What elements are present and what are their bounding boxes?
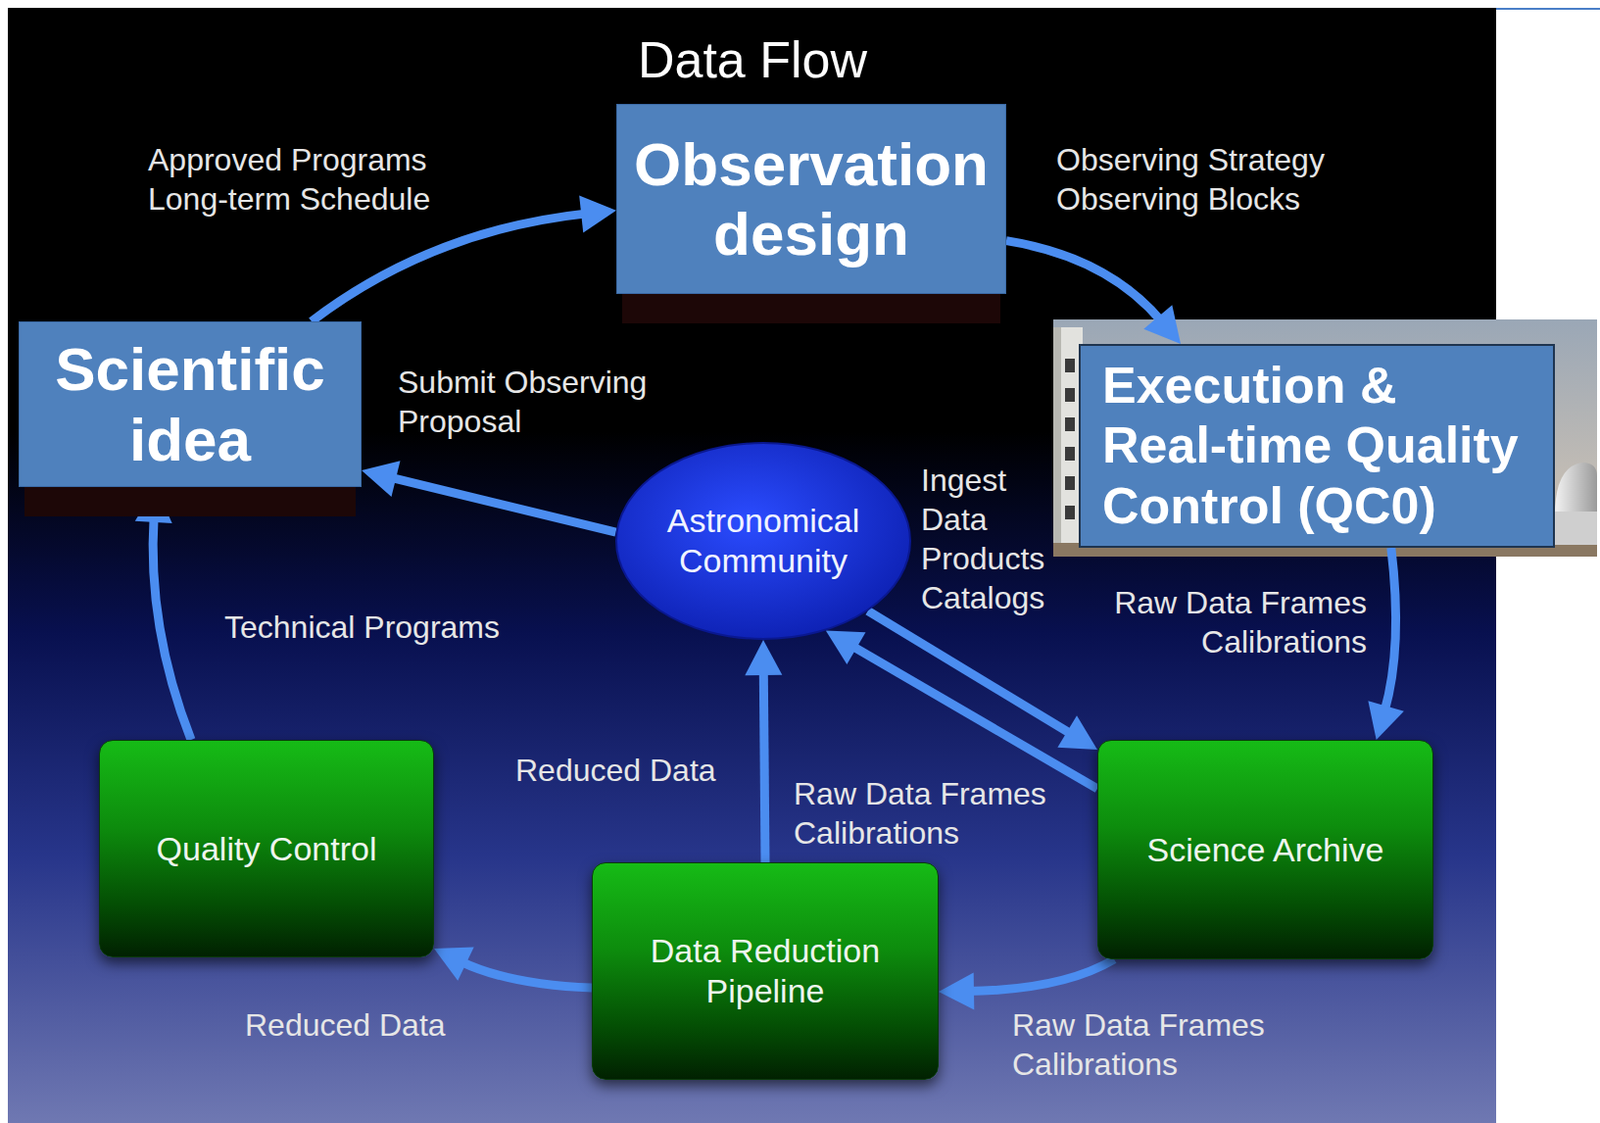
node-text: Quality Control bbox=[115, 828, 418, 870]
node-text: Observation design bbox=[629, 129, 994, 270]
node-text: Astronomical Community bbox=[652, 500, 874, 582]
flow-label: Raw Data Frames Calibrations bbox=[1077, 582, 1367, 662]
stage-box: Observation design bbox=[616, 103, 1007, 294]
flow-label: Observing Strategy Observing Blocks bbox=[1056, 140, 1380, 219]
arrow-head bbox=[135, 486, 173, 524]
flow-arrow bbox=[744, 639, 782, 863]
arrow-head bbox=[434, 947, 475, 981]
diagram-title: Data Flow bbox=[556, 29, 949, 91]
flow-arrow bbox=[1006, 241, 1181, 344]
arrow-head bbox=[1057, 715, 1098, 750]
arrow-line bbox=[1006, 241, 1163, 322]
arrow-line bbox=[851, 645, 1098, 789]
flow-arrow bbox=[868, 610, 1098, 750]
node-text: Data Reduction Pipeline bbox=[608, 930, 922, 1012]
arrow-head bbox=[938, 972, 974, 1011]
arrow-line bbox=[1384, 547, 1397, 712]
stage-box: Execution & Real-time Quality Control (Q… bbox=[1078, 343, 1555, 548]
arrow-head bbox=[1143, 304, 1181, 344]
arrow-head bbox=[1367, 700, 1405, 740]
flow-label: Reduced Data bbox=[515, 750, 741, 790]
node-text: Science Archive bbox=[1114, 829, 1417, 871]
flow-label: Ingest Data Products Catalogs bbox=[921, 460, 1051, 618]
flow-arrow bbox=[825, 630, 1098, 789]
flow-arrow bbox=[938, 959, 1115, 1010]
arrow-head bbox=[361, 460, 400, 497]
flow-label: Reduced Data bbox=[244, 1005, 471, 1045]
node-text: Scientific idea bbox=[31, 334, 349, 475]
arrow-line bbox=[763, 669, 766, 863]
flow-label: Raw Data Frames Calibrations bbox=[1012, 1005, 1297, 1084]
flow-label: Submit Observing Proposal bbox=[397, 362, 692, 441]
ellipse-outline bbox=[615, 441, 912, 640]
arrow-line bbox=[311, 213, 587, 322]
flow-label: Raw Data Frames Calibrations bbox=[793, 774, 1068, 853]
flow-arrow bbox=[1367, 547, 1405, 740]
process-box: Science Archive bbox=[1097, 739, 1434, 960]
process-box: Data Reduction Pipeline bbox=[591, 862, 939, 1080]
arrow-line bbox=[460, 961, 592, 988]
flow-arrow bbox=[434, 947, 592, 989]
community-ellipse: Astronomical Community bbox=[615, 441, 912, 640]
flow-arrow bbox=[135, 486, 192, 740]
arrow-line bbox=[968, 959, 1115, 992]
arrow-line bbox=[389, 477, 616, 533]
node-text: Execution & Real-time Quality Control (Q… bbox=[1102, 355, 1532, 536]
header-rule bbox=[1496, 7, 1600, 10]
arrow-head bbox=[579, 195, 617, 234]
flow-label: Technical Programs bbox=[224, 607, 538, 647]
arrow-line bbox=[152, 516, 192, 740]
arrow-head bbox=[744, 639, 782, 676]
process-box: Quality Control bbox=[98, 739, 435, 958]
flow-label: Approved Programs Long-term Schedule bbox=[147, 140, 472, 219]
flow-arrow bbox=[361, 460, 617, 533]
arrow-head bbox=[825, 630, 867, 666]
ellipse-shape bbox=[616, 442, 911, 639]
stage-box: Scientific idea bbox=[18, 321, 362, 487]
